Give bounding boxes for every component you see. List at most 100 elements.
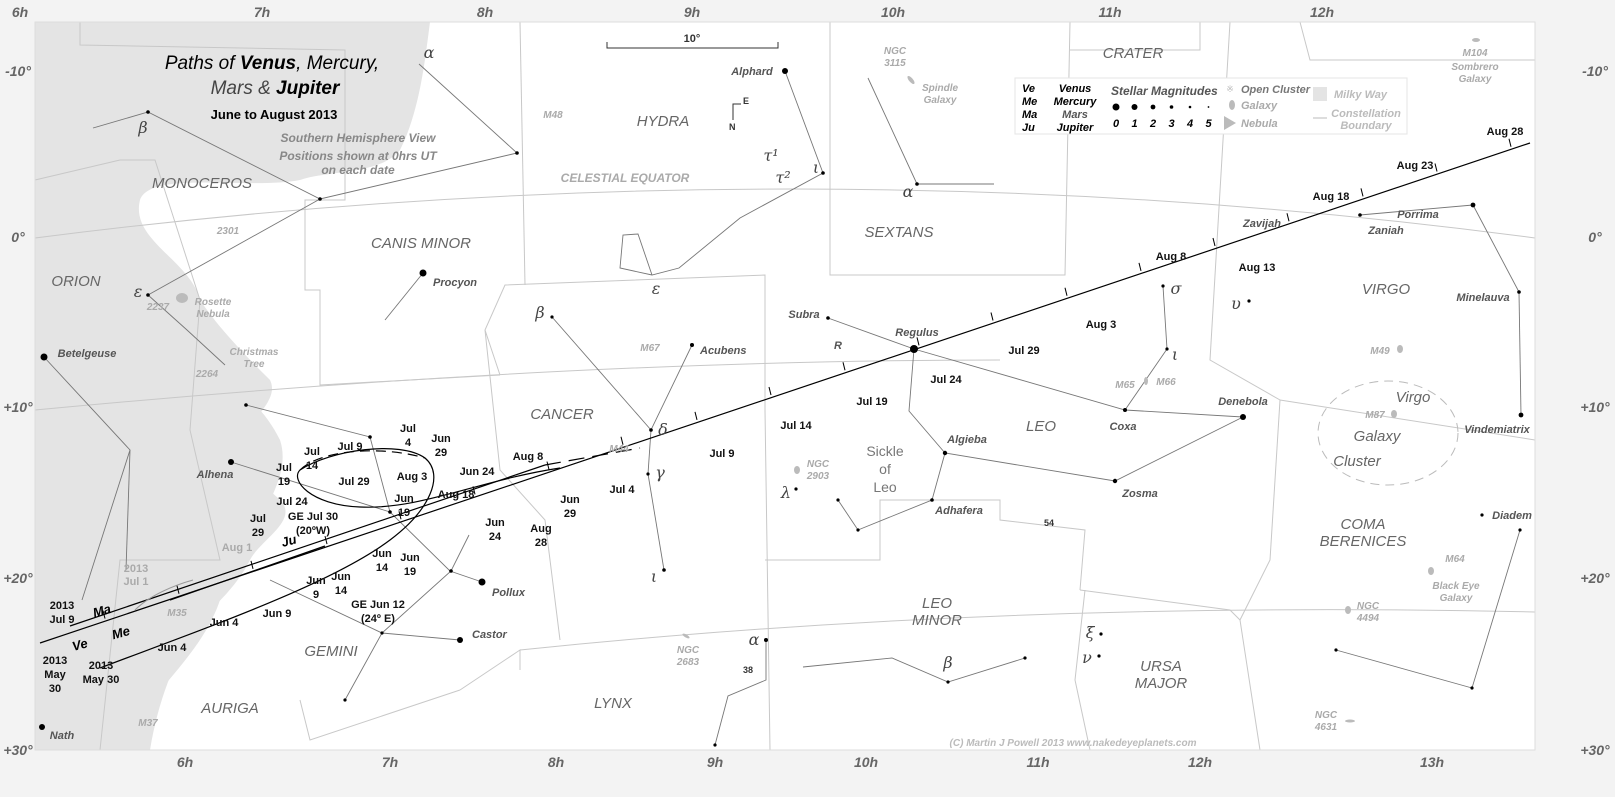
greek-letter-label: α xyxy=(424,43,435,62)
date-tick xyxy=(916,337,920,346)
legend-planet-abbr: Ma xyxy=(1022,109,1037,121)
constellation-label: VIRGO xyxy=(1362,281,1411,298)
virgo-cluster-label: Virgo xyxy=(1396,389,1431,406)
venus-path xyxy=(39,142,1531,644)
legend-nebula: Nebula xyxy=(1241,118,1278,130)
title-text: , xyxy=(296,53,307,74)
legend-open-cluster: Open Cluster xyxy=(1241,84,1311,96)
nebula-icon xyxy=(1224,116,1236,130)
magnitude-dot xyxy=(1188,105,1192,109)
credit: (C) Martin J Powell 2013 www.nakedeyepla… xyxy=(950,738,1197,749)
date-tick xyxy=(1508,138,1512,147)
date-ticks xyxy=(102,138,1512,619)
date-label: Jul 14 xyxy=(780,420,812,432)
ra-label-top: 11h xyxy=(1098,4,1121,20)
compass: E N xyxy=(729,96,749,132)
dec-label-left: -10° xyxy=(5,63,31,79)
declination-arc xyxy=(34,359,1001,411)
constellation-label: CANCER xyxy=(530,406,594,423)
legend-planet-abbr: Me xyxy=(1022,96,1037,108)
date-label: Aug 3 xyxy=(1086,319,1117,331)
star-label: Vindemiatrix xyxy=(1464,424,1530,436)
deep-sky-label: M37 xyxy=(138,718,158,729)
legend-planet-name: Venus xyxy=(1059,83,1092,95)
star-label: Pollux xyxy=(492,587,526,599)
planet-paths xyxy=(39,138,1531,669)
galaxy-icon xyxy=(1391,410,1397,418)
date-label: Aug 28 xyxy=(1487,126,1524,138)
title-view: Southern Hemisphere View xyxy=(281,131,437,145)
legend-planet-name: Mars xyxy=(1062,109,1088,121)
date-label: Aug 23 xyxy=(1397,160,1434,172)
legend-magnitude: 1 xyxy=(1131,118,1137,130)
deep-sky-label: 2301 xyxy=(216,226,240,237)
celestial-equator-label: CELESTIAL EQUATOR xyxy=(561,171,690,185)
dec-label-right: +30° xyxy=(1580,742,1610,758)
magnitude-dot xyxy=(1150,104,1156,110)
star-label: Castor xyxy=(472,629,508,641)
greek-letter-label: λ xyxy=(780,483,791,502)
ra-label-top: 12h xyxy=(1310,4,1334,20)
deep-sky-label: M104 xyxy=(1462,48,1487,59)
star-label: Subra xyxy=(788,309,819,321)
legend-magnitude: 3 xyxy=(1168,118,1174,130)
legend-magnitude: 2 xyxy=(1149,118,1156,130)
date-label: Aug 1 xyxy=(222,542,253,554)
legend-magnitude: 0 xyxy=(1113,118,1120,130)
virgo-cluster-label: Cluster xyxy=(1333,453,1382,470)
title-jupiter: Jupiter xyxy=(276,78,341,99)
star-number-label: 54 xyxy=(1044,518,1054,528)
legend-planet-abbr: Ve xyxy=(1022,83,1035,95)
deep-sky-markers xyxy=(176,38,1480,723)
greek-letter-label: ι xyxy=(1172,345,1178,364)
svg-text:Mars & Jupiter: Mars & Jupiter xyxy=(211,78,341,99)
legend-planet-abbr: Ju xyxy=(1022,122,1035,134)
legend-magnitude: 4 xyxy=(1186,118,1193,130)
date-label: Jun 4 xyxy=(210,617,240,629)
legend-planet-name: Mercury xyxy=(1054,96,1098,108)
galaxy-icon xyxy=(794,466,800,474)
star-label: Zavijah xyxy=(1242,218,1281,230)
stars xyxy=(39,68,1524,747)
milky-way-west xyxy=(35,330,283,750)
greek-letter-label: γ xyxy=(655,463,665,482)
star-label: Denebola xyxy=(1218,396,1268,408)
star-label: Acubens xyxy=(699,345,746,357)
ra-label-bottom: 11h xyxy=(1026,754,1049,770)
date-tick xyxy=(102,610,106,619)
greek-letter-label: τ² xyxy=(775,168,790,187)
deep-sky-label: 2264 xyxy=(195,369,219,380)
date-tick xyxy=(620,436,624,445)
deep-sky-label: M87 xyxy=(1365,410,1385,421)
deep-sky-label: M44 xyxy=(609,444,629,455)
ra-label-bottom: 10h xyxy=(854,754,878,770)
jupiter-path xyxy=(169,545,326,601)
greek-letter-label: δ xyxy=(658,420,668,439)
greek-letter-label: β xyxy=(534,303,544,322)
greek-letter-label: α xyxy=(749,630,760,649)
constellation-label: SEXTANS xyxy=(865,224,934,241)
greek-letter-label: τ¹ xyxy=(763,146,778,165)
legend-milky-way: Milky Way xyxy=(1334,89,1388,101)
deep-sky-label: M48 xyxy=(543,110,563,121)
star-label: Nath xyxy=(50,730,75,742)
date-label: Aug 3 xyxy=(397,471,428,483)
constellation-label: LYNX xyxy=(594,695,633,712)
title-period: June to August 2013 xyxy=(211,107,338,122)
star-label: Procyon xyxy=(433,277,477,289)
mars-path-projected xyxy=(544,447,641,466)
star-label: Minelauva xyxy=(1456,292,1509,304)
date-label: Jul 29 xyxy=(1008,345,1039,357)
ra-label-bottom: 8h xyxy=(548,754,564,770)
